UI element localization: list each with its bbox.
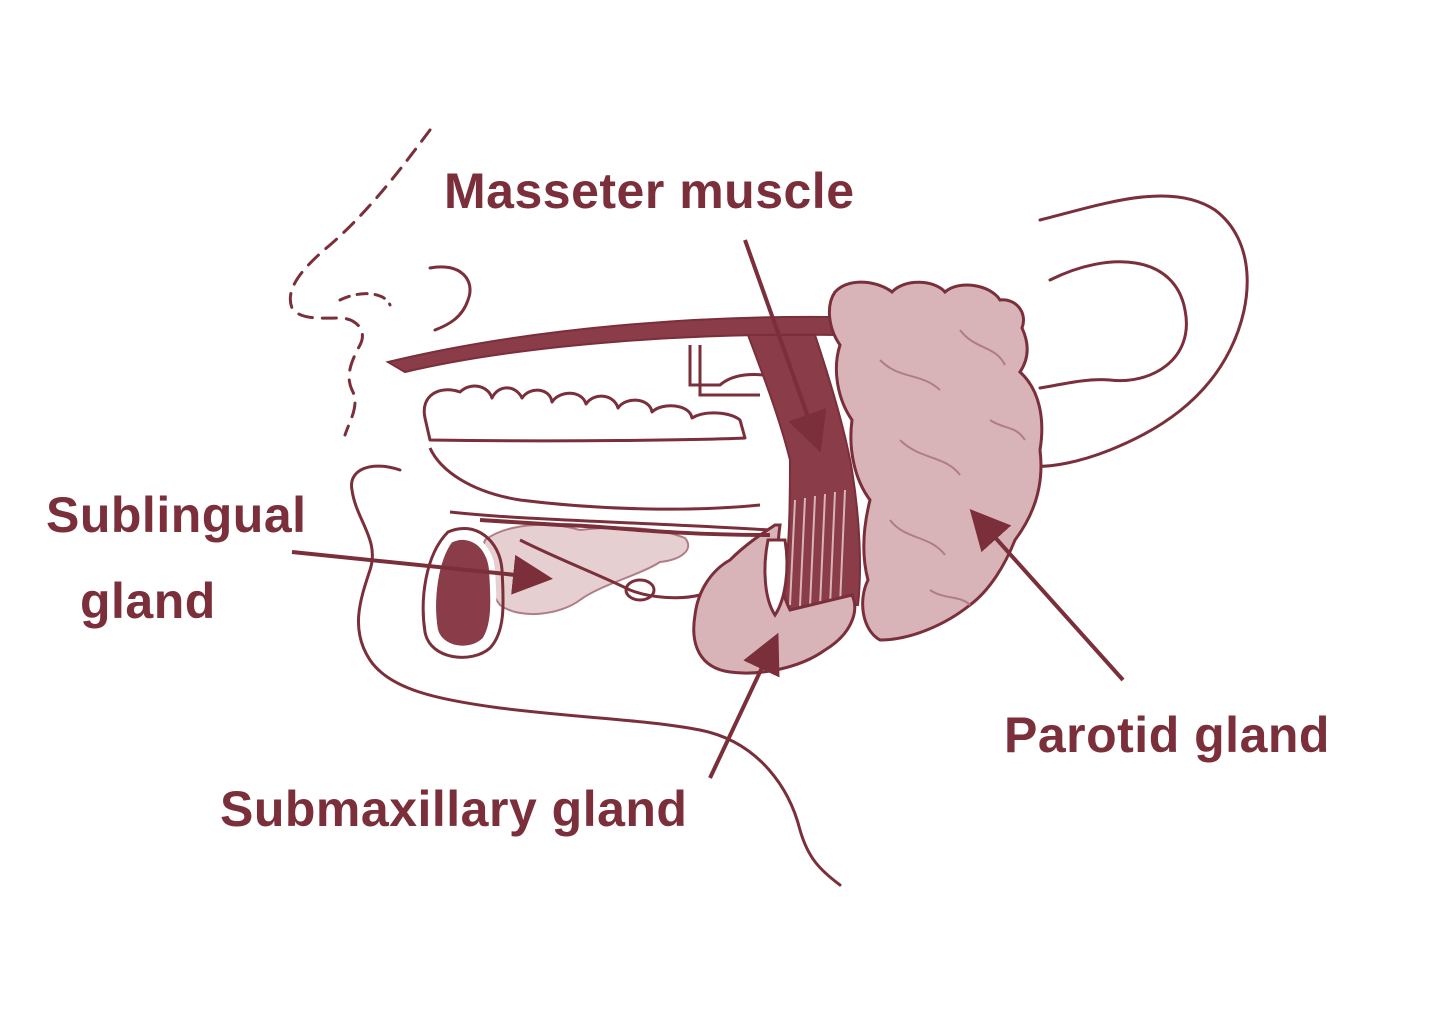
mandible-section-outline — [421, 526, 505, 659]
sublingual-gland-label-line2: gland — [80, 573, 216, 629]
mandible-section — [430, 533, 497, 652]
upper-teeth — [422, 384, 747, 443]
nose-outline — [288, 128, 432, 437]
parotid-gland-label: Parotid gland — [1004, 707, 1330, 763]
lower-teeth-outline — [428, 447, 771, 532]
parotid-arrow — [969, 509, 1125, 682]
upper-lip-outline — [428, 265, 472, 332]
ear-outline — [1028, 194, 1249, 468]
nostril-outline — [338, 292, 392, 307]
masseter-muscle-label: Masseter muscle — [444, 163, 855, 219]
sublingual-arrow — [291, 550, 553, 595]
masseter-arrow — [743, 239, 827, 453]
parotid-gland — [827, 280, 1044, 642]
jaw-outline — [350, 464, 842, 887]
submaxillary-arrow — [708, 632, 780, 779]
sublingual-gland-label-line1: Sublingual — [46, 487, 307, 543]
ear-inner-outline — [1038, 260, 1188, 390]
duct-loop — [624, 578, 656, 602]
submaxillary-inner — [763, 538, 789, 618]
parotid-texture — [879, 329, 1026, 606]
submaxillary-gland-label: Submaxillary gland — [220, 781, 688, 837]
masseter-fibers — [789, 489, 846, 608]
sublingual-duct — [479, 518, 771, 537]
